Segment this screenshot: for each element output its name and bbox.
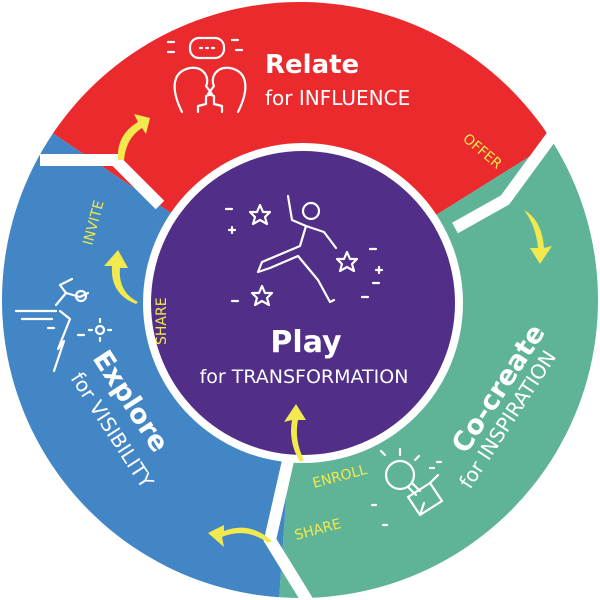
- segment-explore: [1, 133, 290, 598]
- arrows: [104, 114, 552, 547]
- center-subtitle: for TRANSFORMATION: [200, 366, 409, 388]
- two-heads-talking-icon: [166, 36, 247, 114]
- relate-title: Relate: [265, 50, 359, 80]
- arrow-icon: [284, 404, 306, 462]
- climber-icon: [14, 277, 113, 373]
- arrow-icon: [117, 114, 150, 160]
- center-circle: [151, 151, 455, 455]
- arrow-icon: [524, 210, 552, 264]
- share-left-label: SHARE: [154, 297, 170, 345]
- dancing-figure-icon: [224, 194, 384, 307]
- arrow-icon: [104, 250, 138, 304]
- segment-relate: [52, 1, 553, 221]
- relate-subtitle: for INFLUENCE: [265, 86, 410, 110]
- center-title: Play: [270, 325, 342, 360]
- lightbulb-box-icon: [370, 447, 444, 527]
- arrow-icon: [208, 525, 272, 547]
